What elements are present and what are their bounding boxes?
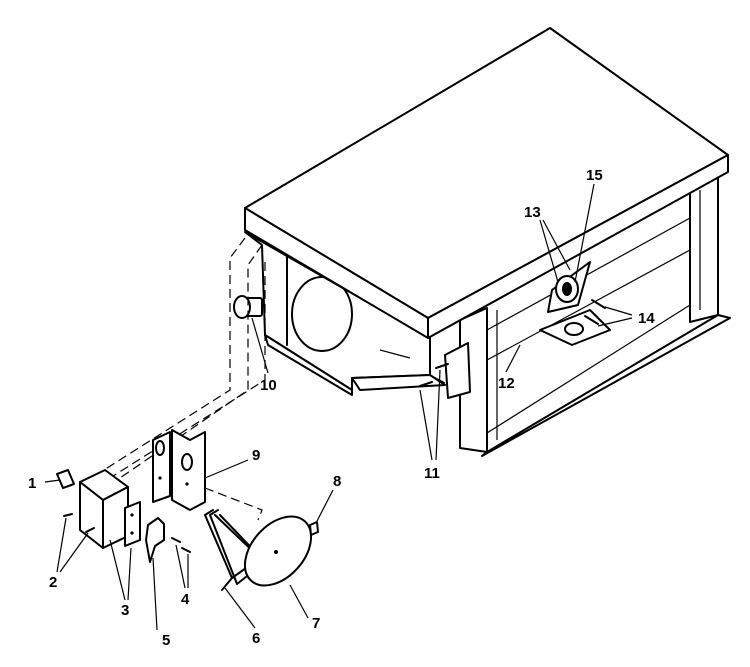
callout-8: 8 — [333, 473, 341, 490]
lid-side — [427, 154, 729, 339]
nut-part — [309, 521, 319, 536]
callout-9: 9 — [252, 447, 260, 464]
main-housing — [244, 27, 731, 457]
callout-11: 11 — [424, 465, 440, 482]
grommet-plug — [233, 295, 263, 319]
disc-blade — [243, 515, 313, 587]
callout-2: 2 — [49, 574, 57, 591]
callout-10: 10 — [260, 377, 277, 394]
small-screws — [171, 537, 191, 553]
small-bracket — [124, 501, 141, 547]
callout-1: 1 — [28, 475, 36, 492]
callout-15: 15 — [586, 167, 603, 184]
clip-part — [145, 517, 165, 563]
callout-4: 4 — [181, 591, 190, 608]
callout-14: 14 — [638, 310, 655, 327]
callout-3: 3 — [121, 602, 129, 619]
callout-labels: 1 2 3 4 5 6 7 8 9 10 11 12 13 14 15 — [28, 167, 655, 649]
callout-13: 13 — [524, 204, 541, 221]
callout-7: 7 — [312, 615, 320, 632]
callout-12: 12 — [498, 375, 515, 392]
leader-lines — [44, 183, 633, 631]
callout-5: 5 — [162, 632, 170, 649]
switch-part — [56, 469, 75, 489]
side-port-opening — [291, 276, 353, 352]
control-box — [63, 469, 129, 549]
flange-screws — [584, 299, 606, 325]
mounting-bracket — [539, 309, 611, 346]
rail-screws — [419, 363, 449, 387]
callout-6: 6 — [252, 630, 260, 647]
twin-brackets — [152, 429, 206, 511]
